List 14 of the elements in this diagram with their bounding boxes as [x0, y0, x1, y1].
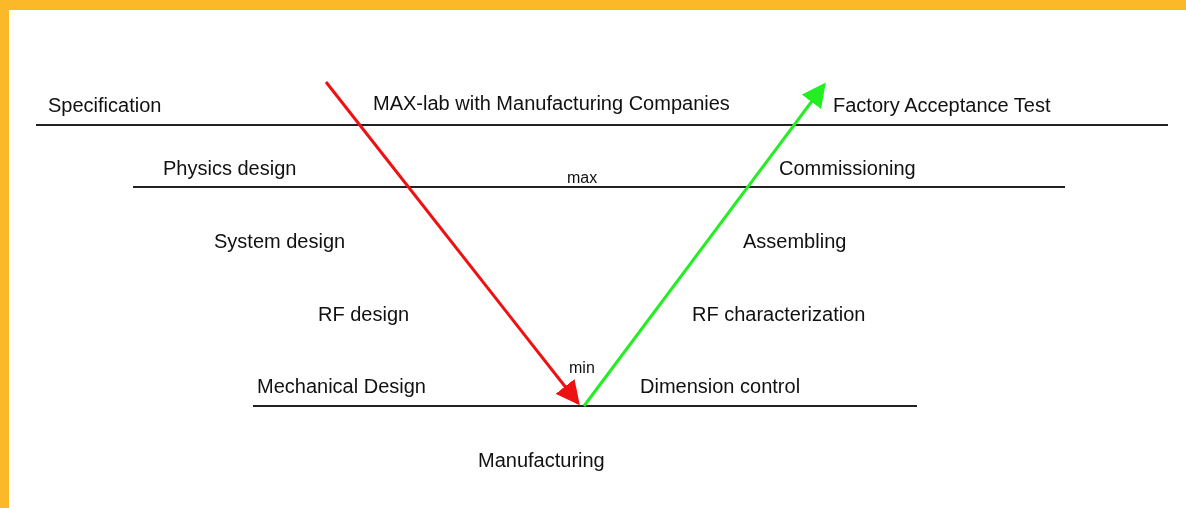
stage-label: Physics design — [163, 156, 297, 180]
stage-label: System design — [214, 229, 346, 253]
level-label: min — [569, 358, 595, 378]
stage-label: Factory Acceptance Test — [833, 93, 1051, 117]
stage-label: Manufacturing — [478, 448, 605, 472]
stage-label: Mechanical Design — [257, 374, 426, 398]
stage-label: Commissioning — [779, 156, 916, 180]
stage-label: Dimension control — [640, 374, 801, 398]
stage-label: RF characterization — [692, 302, 866, 326]
level-label: max — [567, 168, 598, 188]
stage-label: Assembling — [743, 229, 847, 253]
stage-label: RF design — [318, 302, 410, 326]
diagram-title: MAX-lab with Manufacturing Companies — [373, 91, 730, 115]
stage-label: Specification — [48, 93, 162, 117]
